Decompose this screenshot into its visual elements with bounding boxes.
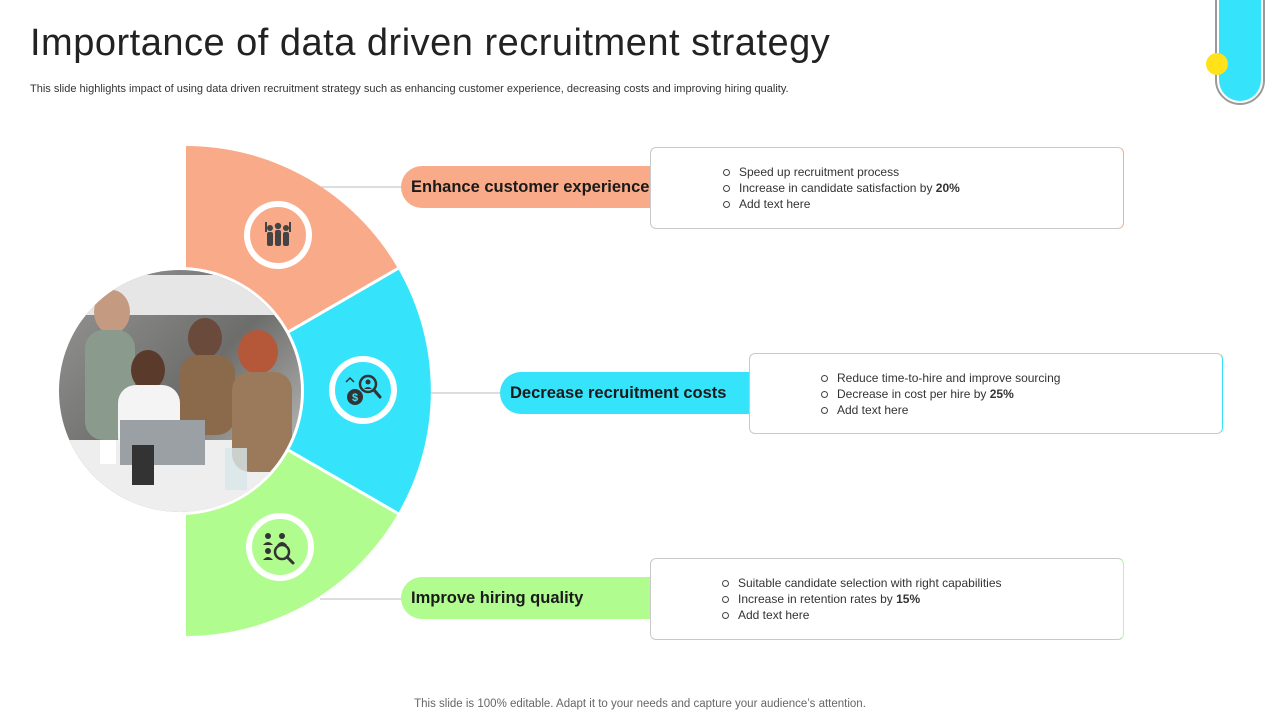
team-celebration-icon — [244, 201, 312, 269]
footer-note: This slide is 100% editable. Adapt it to… — [414, 698, 866, 710]
list-item: Increase in candidate satisfaction by 20… — [721, 180, 960, 196]
bullet-list: Speed up recruitment process Increase in… — [721, 164, 960, 212]
label-improve-hiring-quality: Improve hiring quality — [401, 577, 694, 619]
label-enhance-customer-experience: Enhance customer experience — [401, 166, 695, 208]
page-title: Importance of data driven recruitment st… — [30, 22, 831, 64]
list-item: Add text here — [819, 402, 1060, 418]
list-item: Add text here — [720, 607, 1002, 623]
cost-search-icon: $ — [329, 356, 397, 424]
list-item: Reduce time-to-hire and improve sourcing — [819, 370, 1060, 386]
bullet-list: Suitable candidate selection with right … — [720, 575, 1002, 623]
decorative-tube-icon — [1206, 0, 1265, 105]
label-decrease-recruitment-costs: Decrease recruitment costs — [500, 372, 793, 414]
details-box-decrease-recruitment-costs: Reduce time-to-hire and improve sourcing… — [749, 353, 1223, 434]
bullet-list: Reduce time-to-hire and improve sourcing… — [819, 370, 1060, 418]
svg-text:$: $ — [352, 392, 358, 404]
list-item: Add text here — [721, 196, 960, 212]
details-box-improve-hiring-quality: Suitable candidate selection with right … — [650, 558, 1124, 640]
segment-decrease-recruitment-costs — [186, 268, 431, 514]
page-subtitle: This slide highlights impact of using da… — [30, 83, 789, 95]
list-item: Decrease in cost per hire by 25% — [819, 386, 1060, 402]
list-item: Speed up recruitment process — [721, 164, 960, 180]
candidate-search-icon — [246, 513, 314, 581]
list-item: Suitable candidate selection with right … — [720, 575, 1002, 591]
list-item: Increase in retention rates by 15% — [720, 591, 1002, 607]
details-box-enhance-customer-experience: Speed up recruitment process Increase in… — [650, 147, 1124, 229]
